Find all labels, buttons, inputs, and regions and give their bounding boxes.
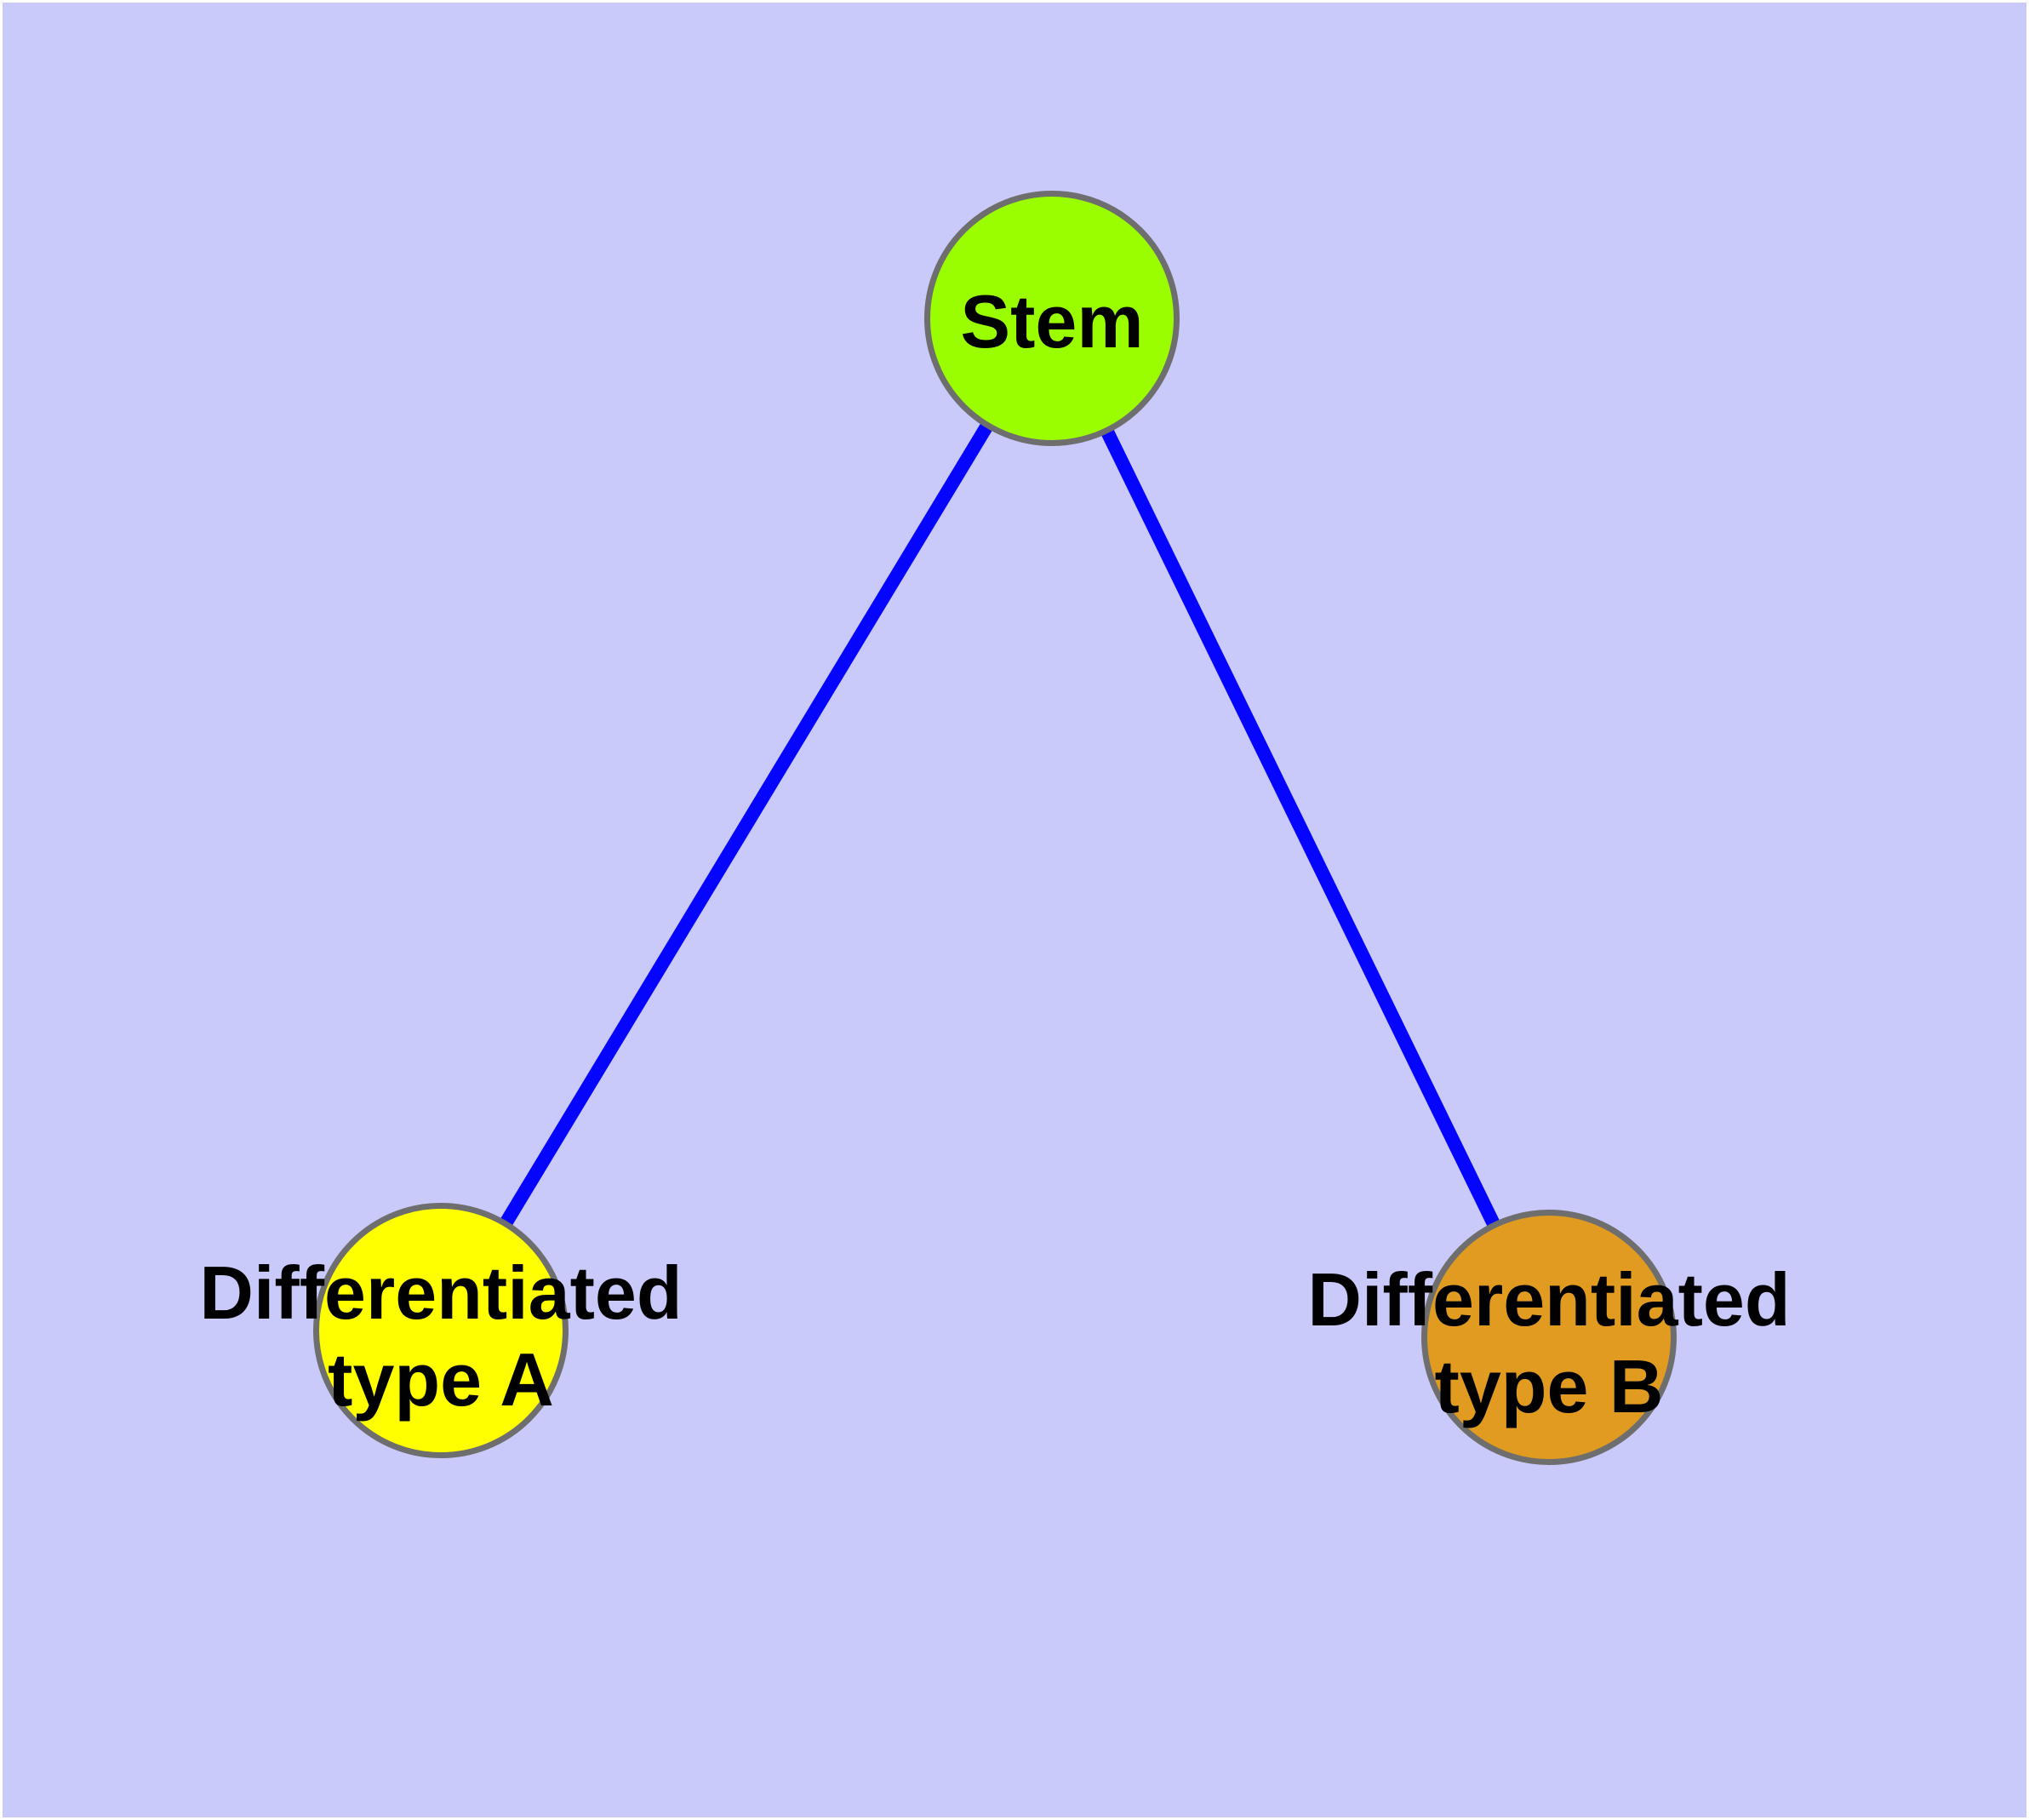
stem-node-label: Stem (960, 279, 1143, 363)
stem-node (924, 191, 1180, 446)
type-a-node-label-line1: Differentiated (199, 1251, 682, 1335)
edge-stem-to-type-b (1045, 315, 1556, 1341)
type-a-node (313, 1203, 569, 1458)
edge-stem-to-type-a (435, 314, 1058, 1335)
type-a-node-label-line2: type A (328, 1337, 554, 1422)
type-b-node (1421, 1210, 1677, 1465)
type-b-node-label-line1: Differentiated (1307, 1257, 1790, 1342)
type-b-node-label-line2: type B (1435, 1344, 1664, 1428)
